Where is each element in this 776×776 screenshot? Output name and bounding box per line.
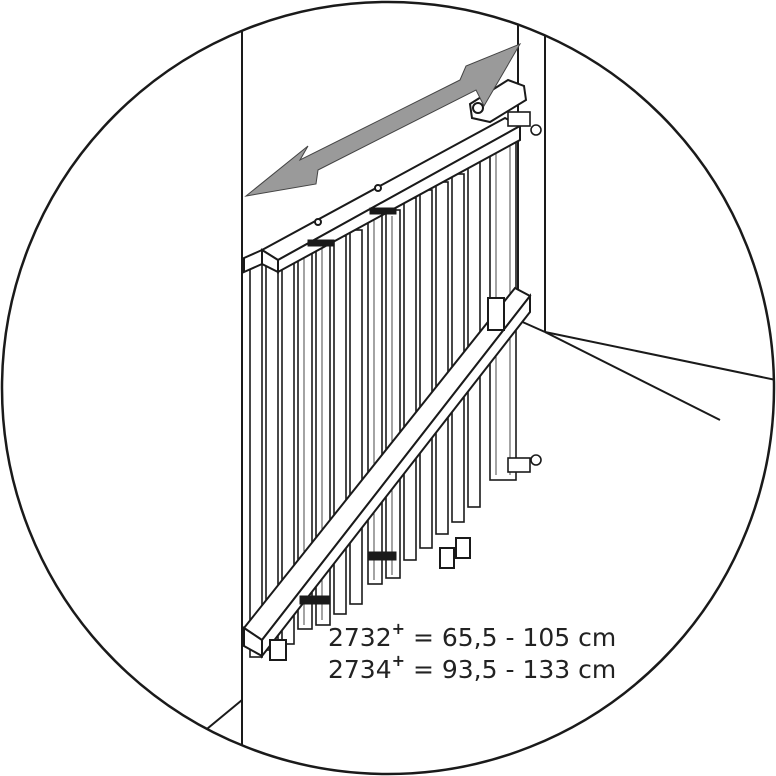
bar-shading <box>303 146 511 625</box>
top-rail <box>243 116 523 274</box>
wall-mounts <box>507 111 542 473</box>
scene <box>149 2 774 774</box>
bar-clips <box>299 207 397 605</box>
dimension-labels: 2732+ = 65,5 - 105 cm 2734+ = 93,5 - 133… <box>328 619 616 684</box>
lock-handle <box>468 78 528 124</box>
width-adjust-arrow <box>244 42 522 197</box>
bottom-rail <box>242 286 532 661</box>
dimension-2732: 2732+ = 65,5 - 105 cm <box>328 619 616 652</box>
dimension-2734: 2734+ = 93,5 - 133 cm <box>328 651 616 684</box>
